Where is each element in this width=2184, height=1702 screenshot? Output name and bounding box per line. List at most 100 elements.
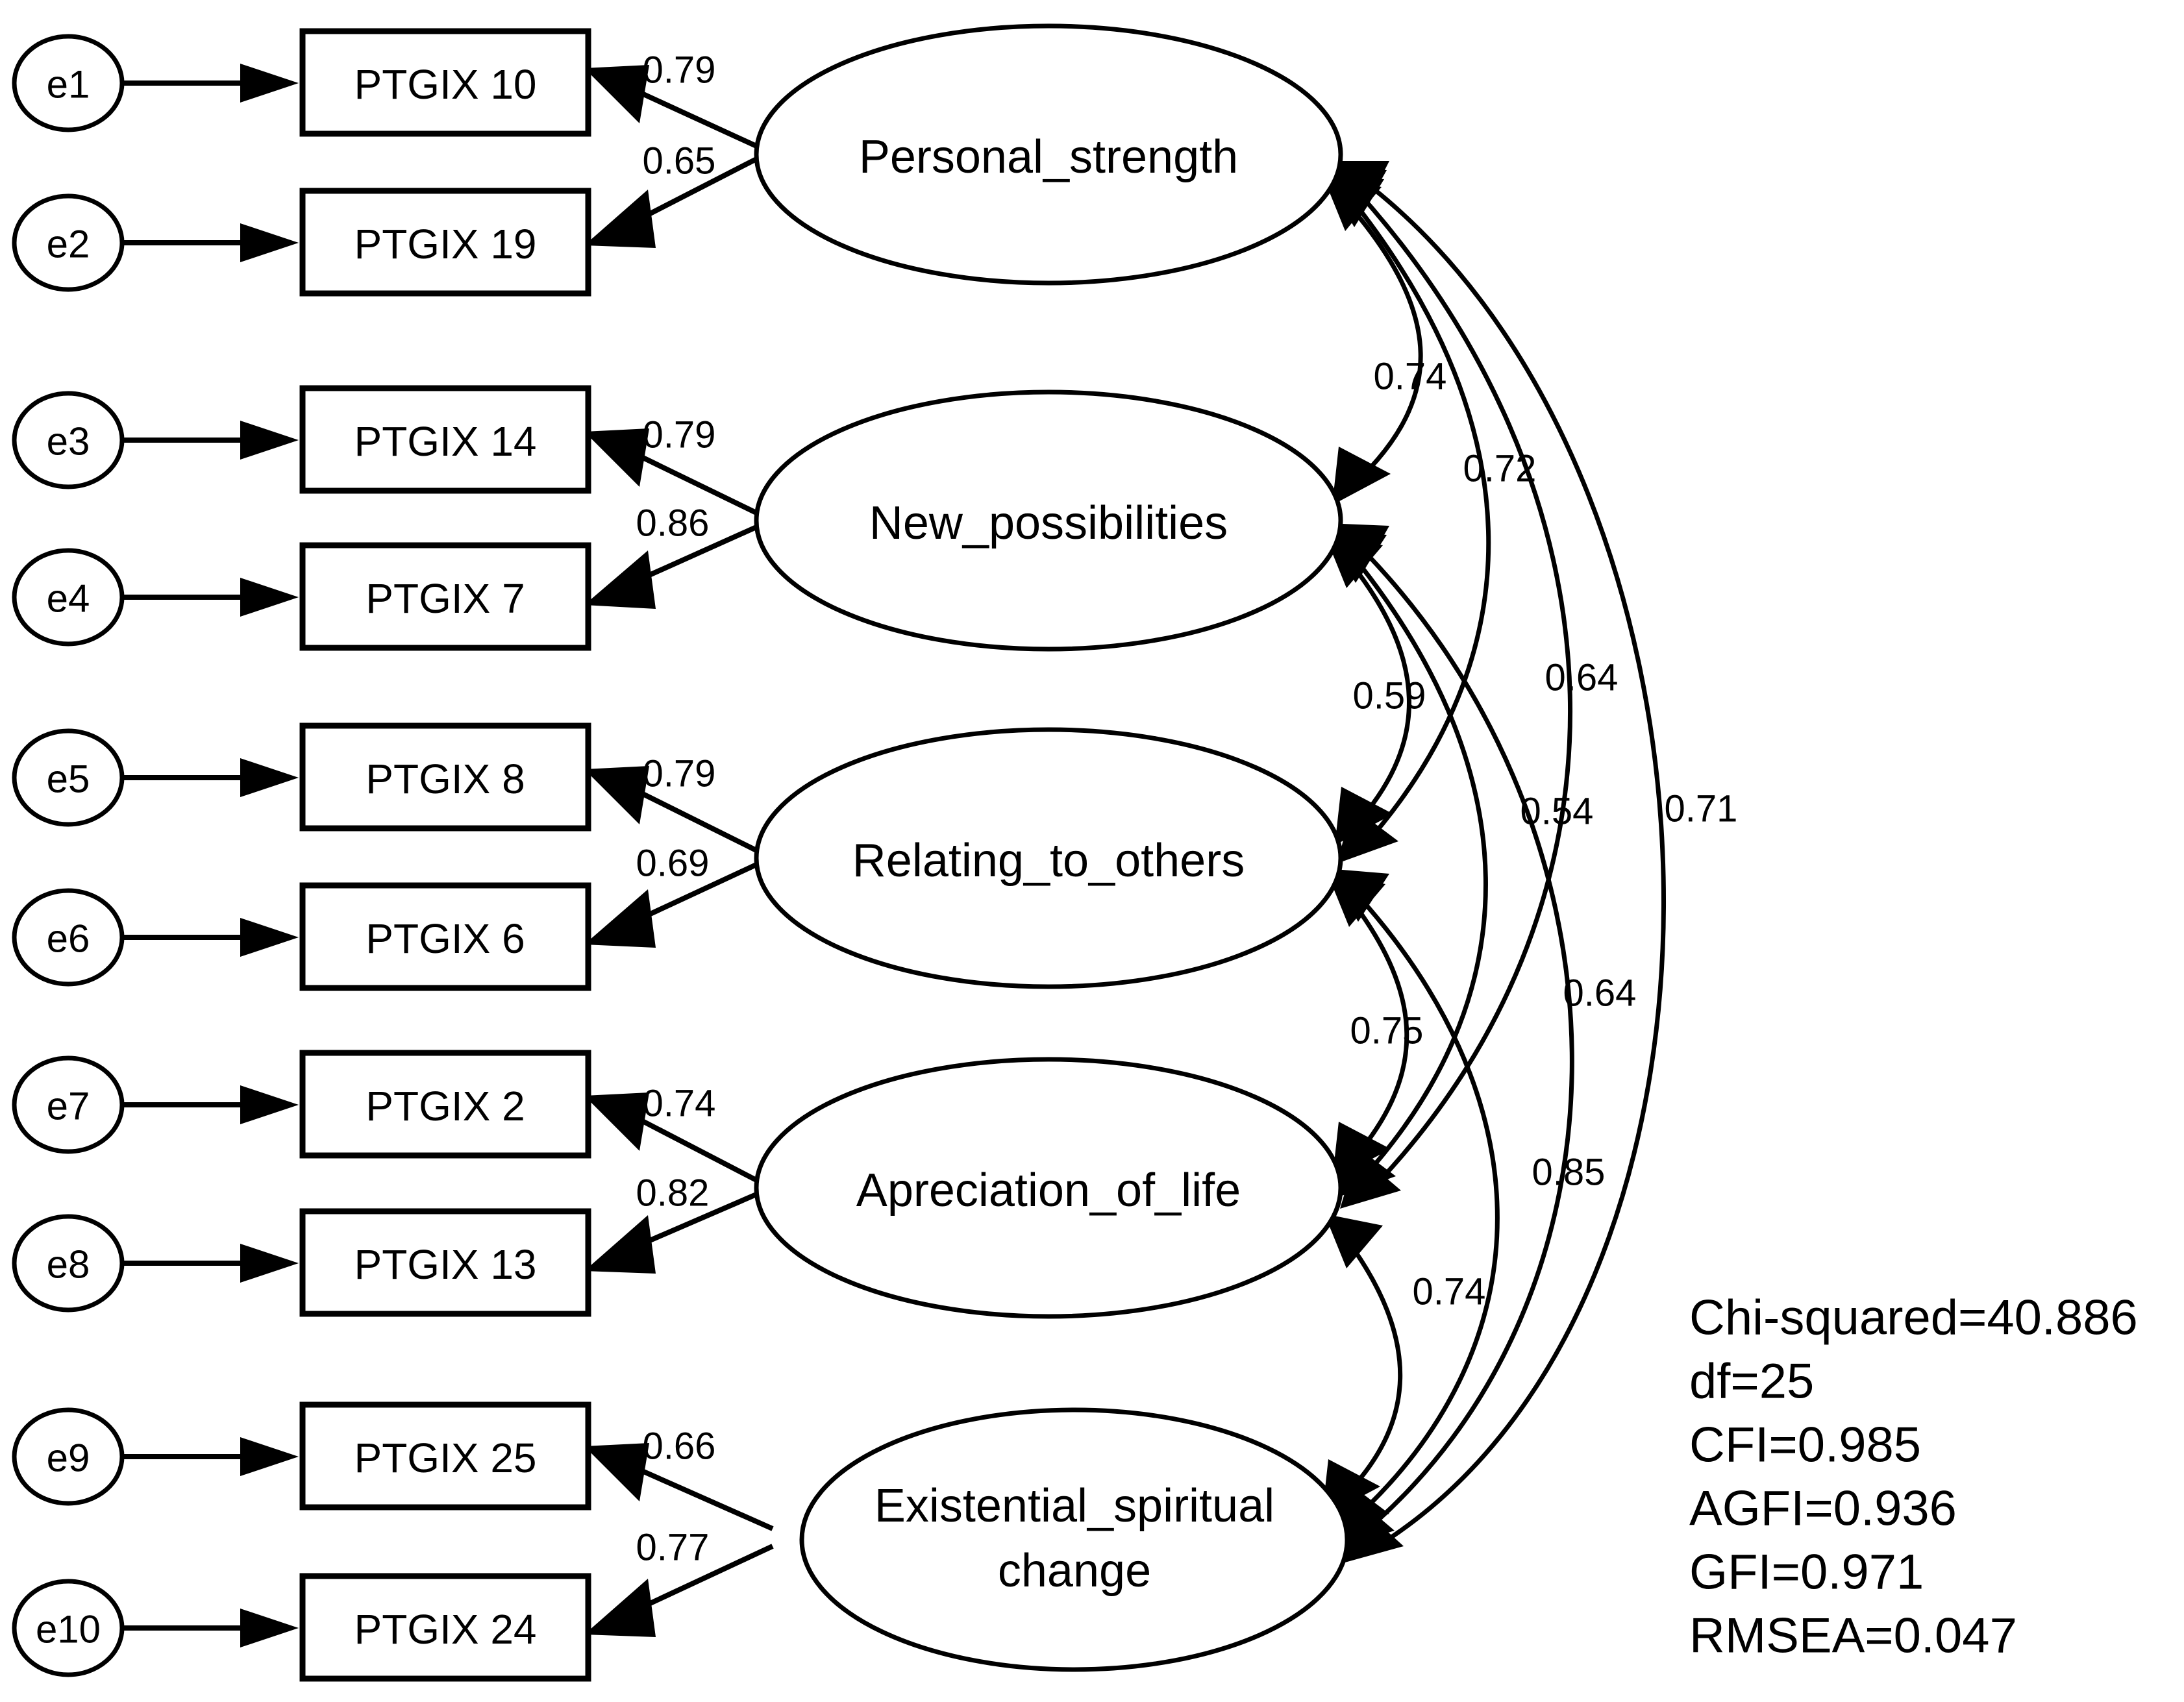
error-circle-e1[interactable] bbox=[12, 34, 125, 132]
edge-f5-i9 bbox=[635, 1466, 774, 1531]
error-node-e8[interactable]: e8 bbox=[12, 1214, 125, 1313]
arrowhead-f3-i5 bbox=[584, 766, 649, 824]
indicator-node-i3[interactable]: PTGIX 14 bbox=[299, 385, 591, 494]
curve-f3-f5 bbox=[1339, 876, 1500, 1527]
error-circle-e8[interactable] bbox=[12, 1214, 125, 1313]
factor-ellipse-f5[interactable] bbox=[799, 1407, 1350, 1672]
arrowhead-f1-i2 bbox=[584, 190, 656, 248]
arrowhead-e4-i4 bbox=[240, 578, 299, 617]
arrowhead-e3-i3 bbox=[240, 421, 299, 460]
curve-f1-f3 bbox=[1335, 180, 1491, 856]
error-label-e4: e4 bbox=[47, 577, 90, 621]
indicator-label-i2: PTGIX 19 bbox=[354, 221, 537, 267]
factor-node-f5[interactable]: Existential_spiritual change bbox=[799, 1407, 1350, 1672]
error-circle-e10[interactable] bbox=[12, 1579, 125, 1677]
error-circle-e4[interactable] bbox=[12, 548, 125, 647]
error-label-e1: e1 bbox=[47, 63, 90, 106]
indicator-rect-i6[interactable] bbox=[299, 882, 591, 991]
error-circle-e5[interactable] bbox=[12, 728, 125, 827]
edge-f5-i10 bbox=[635, 1544, 774, 1612]
indicator-rect-i5[interactable] bbox=[299, 722, 591, 832]
fit-stat-cfi: CFI=0.985 bbox=[1689, 1418, 1921, 1473]
error-circle-e7[interactable] bbox=[12, 1055, 125, 1154]
indicator-rect-i3[interactable] bbox=[299, 385, 591, 494]
error-circle-e6[interactable] bbox=[12, 888, 125, 987]
edge-f2-i4 bbox=[635, 524, 758, 584]
indicator-node-i7[interactable]: PTGIX 2 bbox=[299, 1050, 591, 1159]
indicator-node-i8[interactable]: PTGIX 13 bbox=[299, 1208, 591, 1317]
arrowhead-f1-f3-bottom bbox=[1337, 806, 1398, 863]
factor-label-f2: New_possibilities bbox=[869, 497, 1228, 549]
indicator-node-i5[interactable]: PTGIX 8 bbox=[299, 722, 591, 832]
correlation-label-f2-f5: 0.64 bbox=[1563, 972, 1637, 1015]
arrowhead-f3-f5-top bbox=[1327, 869, 1389, 922]
arrowhead-f4-f5-top bbox=[1324, 1214, 1383, 1268]
arrowhead-e7-i7 bbox=[240, 1085, 299, 1124]
arrowhead-f1-f4-bottom bbox=[1340, 1153, 1401, 1209]
factor-node-f4[interactable]: Apreciation_of_life bbox=[754, 1057, 1343, 1319]
indicator-rect-i8[interactable] bbox=[299, 1208, 591, 1317]
error-node-e10[interactable]: e10 bbox=[12, 1579, 125, 1677]
indicator-label-i6: PTGIX 6 bbox=[366, 915, 525, 962]
indicator-node-i6[interactable]: PTGIX 6 bbox=[299, 882, 591, 991]
factor-ellipse-f1[interactable] bbox=[754, 23, 1343, 286]
indicator-label-i8: PTGIX 13 bbox=[354, 1241, 537, 1288]
arrowhead-e1-i1 bbox=[240, 64, 299, 103]
error-node-e6[interactable]: e6 bbox=[12, 888, 125, 987]
arrowhead-e5-i5 bbox=[240, 758, 299, 797]
edge-f2-i3 bbox=[635, 452, 758, 515]
error-label-e10: e10 bbox=[36, 1608, 101, 1651]
indicator-label-i5: PTGIX 8 bbox=[366, 756, 525, 802]
correlation-label-f1-f2: 0.74 bbox=[1374, 356, 1447, 398]
error-nodes: e1 e2 e3 e4 e5 e6 e7 e8 bbox=[12, 34, 125, 1677]
error-label-e9: e9 bbox=[47, 1437, 90, 1480]
arrowhead-f2-i4 bbox=[584, 550, 656, 609]
indicator-node-i4[interactable]: PTGIX 7 bbox=[299, 542, 591, 651]
fit-stat-gfi: GFI=0.971 bbox=[1689, 1545, 1924, 1600]
indicator-node-i1[interactable]: PTGIX 10 bbox=[299, 28, 591, 137]
indicator-rect-i9[interactable] bbox=[299, 1401, 591, 1511]
indicator-label-i9: PTGIX 25 bbox=[354, 1435, 537, 1481]
factor-ellipse-f4[interactable] bbox=[754, 1057, 1343, 1319]
loading-label-f5-i9: 0.66 bbox=[643, 1425, 716, 1468]
indicator-rect-i1[interactable] bbox=[299, 28, 591, 137]
factor-label-f1: Personal_strength bbox=[859, 131, 1238, 183]
error-circle-e3[interactable] bbox=[12, 391, 125, 489]
error-to-indicator-arrows bbox=[122, 64, 299, 1647]
indicator-rect-i4[interactable] bbox=[299, 542, 591, 651]
indicator-node-i9[interactable]: PTGIX 25 bbox=[299, 1401, 591, 1511]
indicator-rect-i2[interactable] bbox=[299, 188, 591, 297]
indicator-rect-i10[interactable] bbox=[299, 1573, 591, 1682]
factor-ellipse-f3[interactable] bbox=[754, 727, 1343, 989]
factor-label-f4: Apreciation_of_life bbox=[856, 1165, 1241, 1216]
indicator-node-i2[interactable]: PTGIX 19 bbox=[299, 188, 591, 297]
loading-label-f4-i7: 0.74 bbox=[643, 1083, 716, 1125]
indicator-rect-i7[interactable] bbox=[299, 1050, 591, 1159]
error-node-e3[interactable]: e3 bbox=[12, 391, 125, 489]
correlation-label-f3-f4: 0.75 bbox=[1350, 1010, 1424, 1052]
correlation-label-f4-f5: 0.74 bbox=[1413, 1271, 1486, 1313]
arrowhead-f4-i7 bbox=[584, 1092, 649, 1151]
factor-ellipse-f2[interactable] bbox=[754, 389, 1343, 652]
factor-node-f2[interactable]: New_possibilities bbox=[754, 389, 1343, 652]
factor-node-f1[interactable]: Personal_strength bbox=[754, 23, 1343, 286]
factor-label-f3: Relating_to_others bbox=[852, 835, 1245, 887]
error-node-e5[interactable]: e5 bbox=[12, 728, 125, 827]
error-node-e4[interactable]: e4 bbox=[12, 548, 125, 647]
loading-label-f1-i1: 0.79 bbox=[643, 49, 716, 92]
error-node-e9[interactable]: e9 bbox=[12, 1407, 125, 1506]
arrowhead-f1-f5-top bbox=[1326, 161, 1389, 214]
error-node-e2[interactable]: e2 bbox=[12, 193, 125, 292]
arrowhead-f5-i9 bbox=[584, 1443, 649, 1501]
error-circle-e2[interactable] bbox=[12, 193, 125, 292]
indicator-node-i10[interactable]: PTGIX 24 bbox=[299, 1573, 591, 1682]
error-circle-e9[interactable] bbox=[12, 1407, 125, 1506]
error-node-e1[interactable]: e1 bbox=[12, 34, 125, 132]
error-label-e7: e7 bbox=[47, 1085, 90, 1128]
curve-f1-f2 bbox=[1332, 186, 1423, 495]
factor-node-f3[interactable]: Relating_to_others bbox=[754, 727, 1343, 989]
correlation-label-f3-f5: 0.85 bbox=[1532, 1152, 1606, 1194]
error-node-e7[interactable]: e7 bbox=[12, 1055, 125, 1154]
arrowhead-e10-i10 bbox=[240, 1609, 299, 1647]
curve-f2-f4 bbox=[1337, 537, 1488, 1190]
